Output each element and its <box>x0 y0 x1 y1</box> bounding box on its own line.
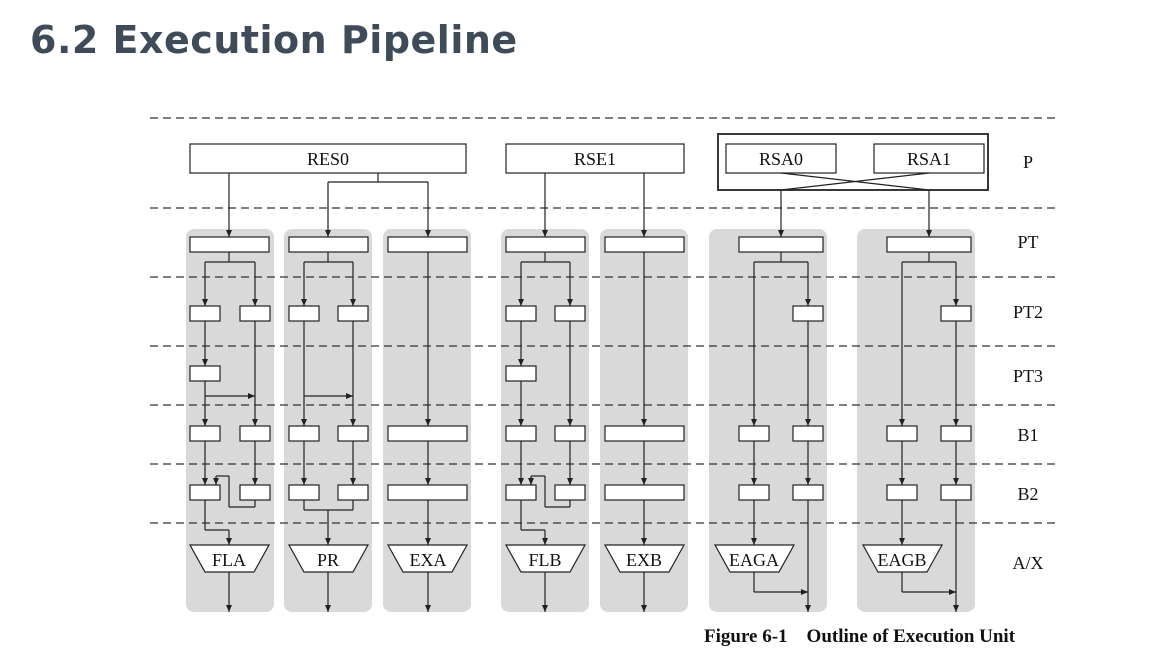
station-rse1 <box>505 143 685 174</box>
register <box>505 425 537 442</box>
register <box>940 425 972 442</box>
register <box>239 484 271 501</box>
panel-eaga <box>709 229 827 612</box>
register <box>886 425 918 442</box>
register <box>337 484 369 501</box>
register <box>387 484 468 501</box>
register <box>792 305 824 322</box>
register <box>604 236 685 253</box>
register <box>239 425 271 442</box>
register <box>189 236 270 253</box>
register <box>288 484 320 501</box>
register <box>940 305 972 322</box>
register <box>288 236 369 253</box>
unit-fla <box>188 544 271 573</box>
register <box>505 484 537 501</box>
station-label-rsa1: RSA1 <box>907 149 951 169</box>
stage-label-b1: B1 <box>1017 425 1038 445</box>
register <box>189 305 221 322</box>
register <box>604 484 685 501</box>
register <box>337 425 369 442</box>
stage-label-pt3: PT3 <box>1013 366 1043 386</box>
page-title: 6.2 Execution Pipeline <box>30 18 518 62</box>
register <box>792 484 824 501</box>
unit-panels <box>186 229 975 612</box>
register <box>288 305 320 322</box>
register <box>738 425 770 442</box>
register <box>554 484 586 501</box>
unit-eaga <box>713 544 796 573</box>
stage-label-ax: A/X <box>1013 553 1044 573</box>
panel-eagb <box>857 229 975 612</box>
panel-fla <box>186 229 274 612</box>
register <box>886 236 972 253</box>
station-res0 <box>189 143 467 174</box>
register <box>189 484 221 501</box>
register <box>554 305 586 322</box>
unit-label-exa: EXA <box>410 550 447 570</box>
station-label-rse1: RSE1 <box>574 149 616 169</box>
unit-pr <box>287 544 370 573</box>
unit-label-pr: PR <box>317 550 339 570</box>
station-label-res0: RES0 <box>307 149 349 169</box>
register <box>239 305 271 322</box>
register <box>337 305 369 322</box>
register <box>288 425 320 442</box>
unit-label-fla: FLA <box>212 550 246 570</box>
register <box>738 484 770 501</box>
register <box>505 365 537 382</box>
register <box>189 365 221 382</box>
register <box>387 425 468 442</box>
register <box>387 236 468 253</box>
unit-flb <box>504 544 587 573</box>
unit-label-eaga: EAGA <box>729 550 779 570</box>
unit-exa <box>386 544 469 573</box>
pipeline-registers <box>189 236 972 501</box>
stage-separators <box>150 117 1060 524</box>
unit-eagb <box>861 544 944 573</box>
register <box>505 305 537 322</box>
wiring <box>202 172 959 612</box>
register <box>738 236 824 253</box>
stage-label-b2: B2 <box>1017 484 1038 504</box>
station-label-rsa0: RSA0 <box>759 149 803 169</box>
register <box>189 425 221 442</box>
register <box>886 484 918 501</box>
figure-caption: Figure 6-1 Outline of Execution Unit <box>704 626 1016 647</box>
unit-label-flb: FLB <box>528 550 561 570</box>
unit-label-exb: EXB <box>626 550 662 570</box>
reservation-stations <box>189 133 989 191</box>
register <box>604 425 685 442</box>
panel-pr <box>284 229 372 612</box>
stage-label-pt2: PT2 <box>1013 302 1043 322</box>
stage-label-p: P <box>1023 152 1033 172</box>
stage-label-pt: PT <box>1017 232 1038 252</box>
register <box>792 425 824 442</box>
register <box>940 484 972 501</box>
execution-units <box>188 544 944 573</box>
unit-label-eagb: EAGB <box>878 550 927 570</box>
register <box>505 236 586 253</box>
register <box>554 425 586 442</box>
unit-exb <box>603 544 686 573</box>
panel-flb <box>501 229 589 612</box>
